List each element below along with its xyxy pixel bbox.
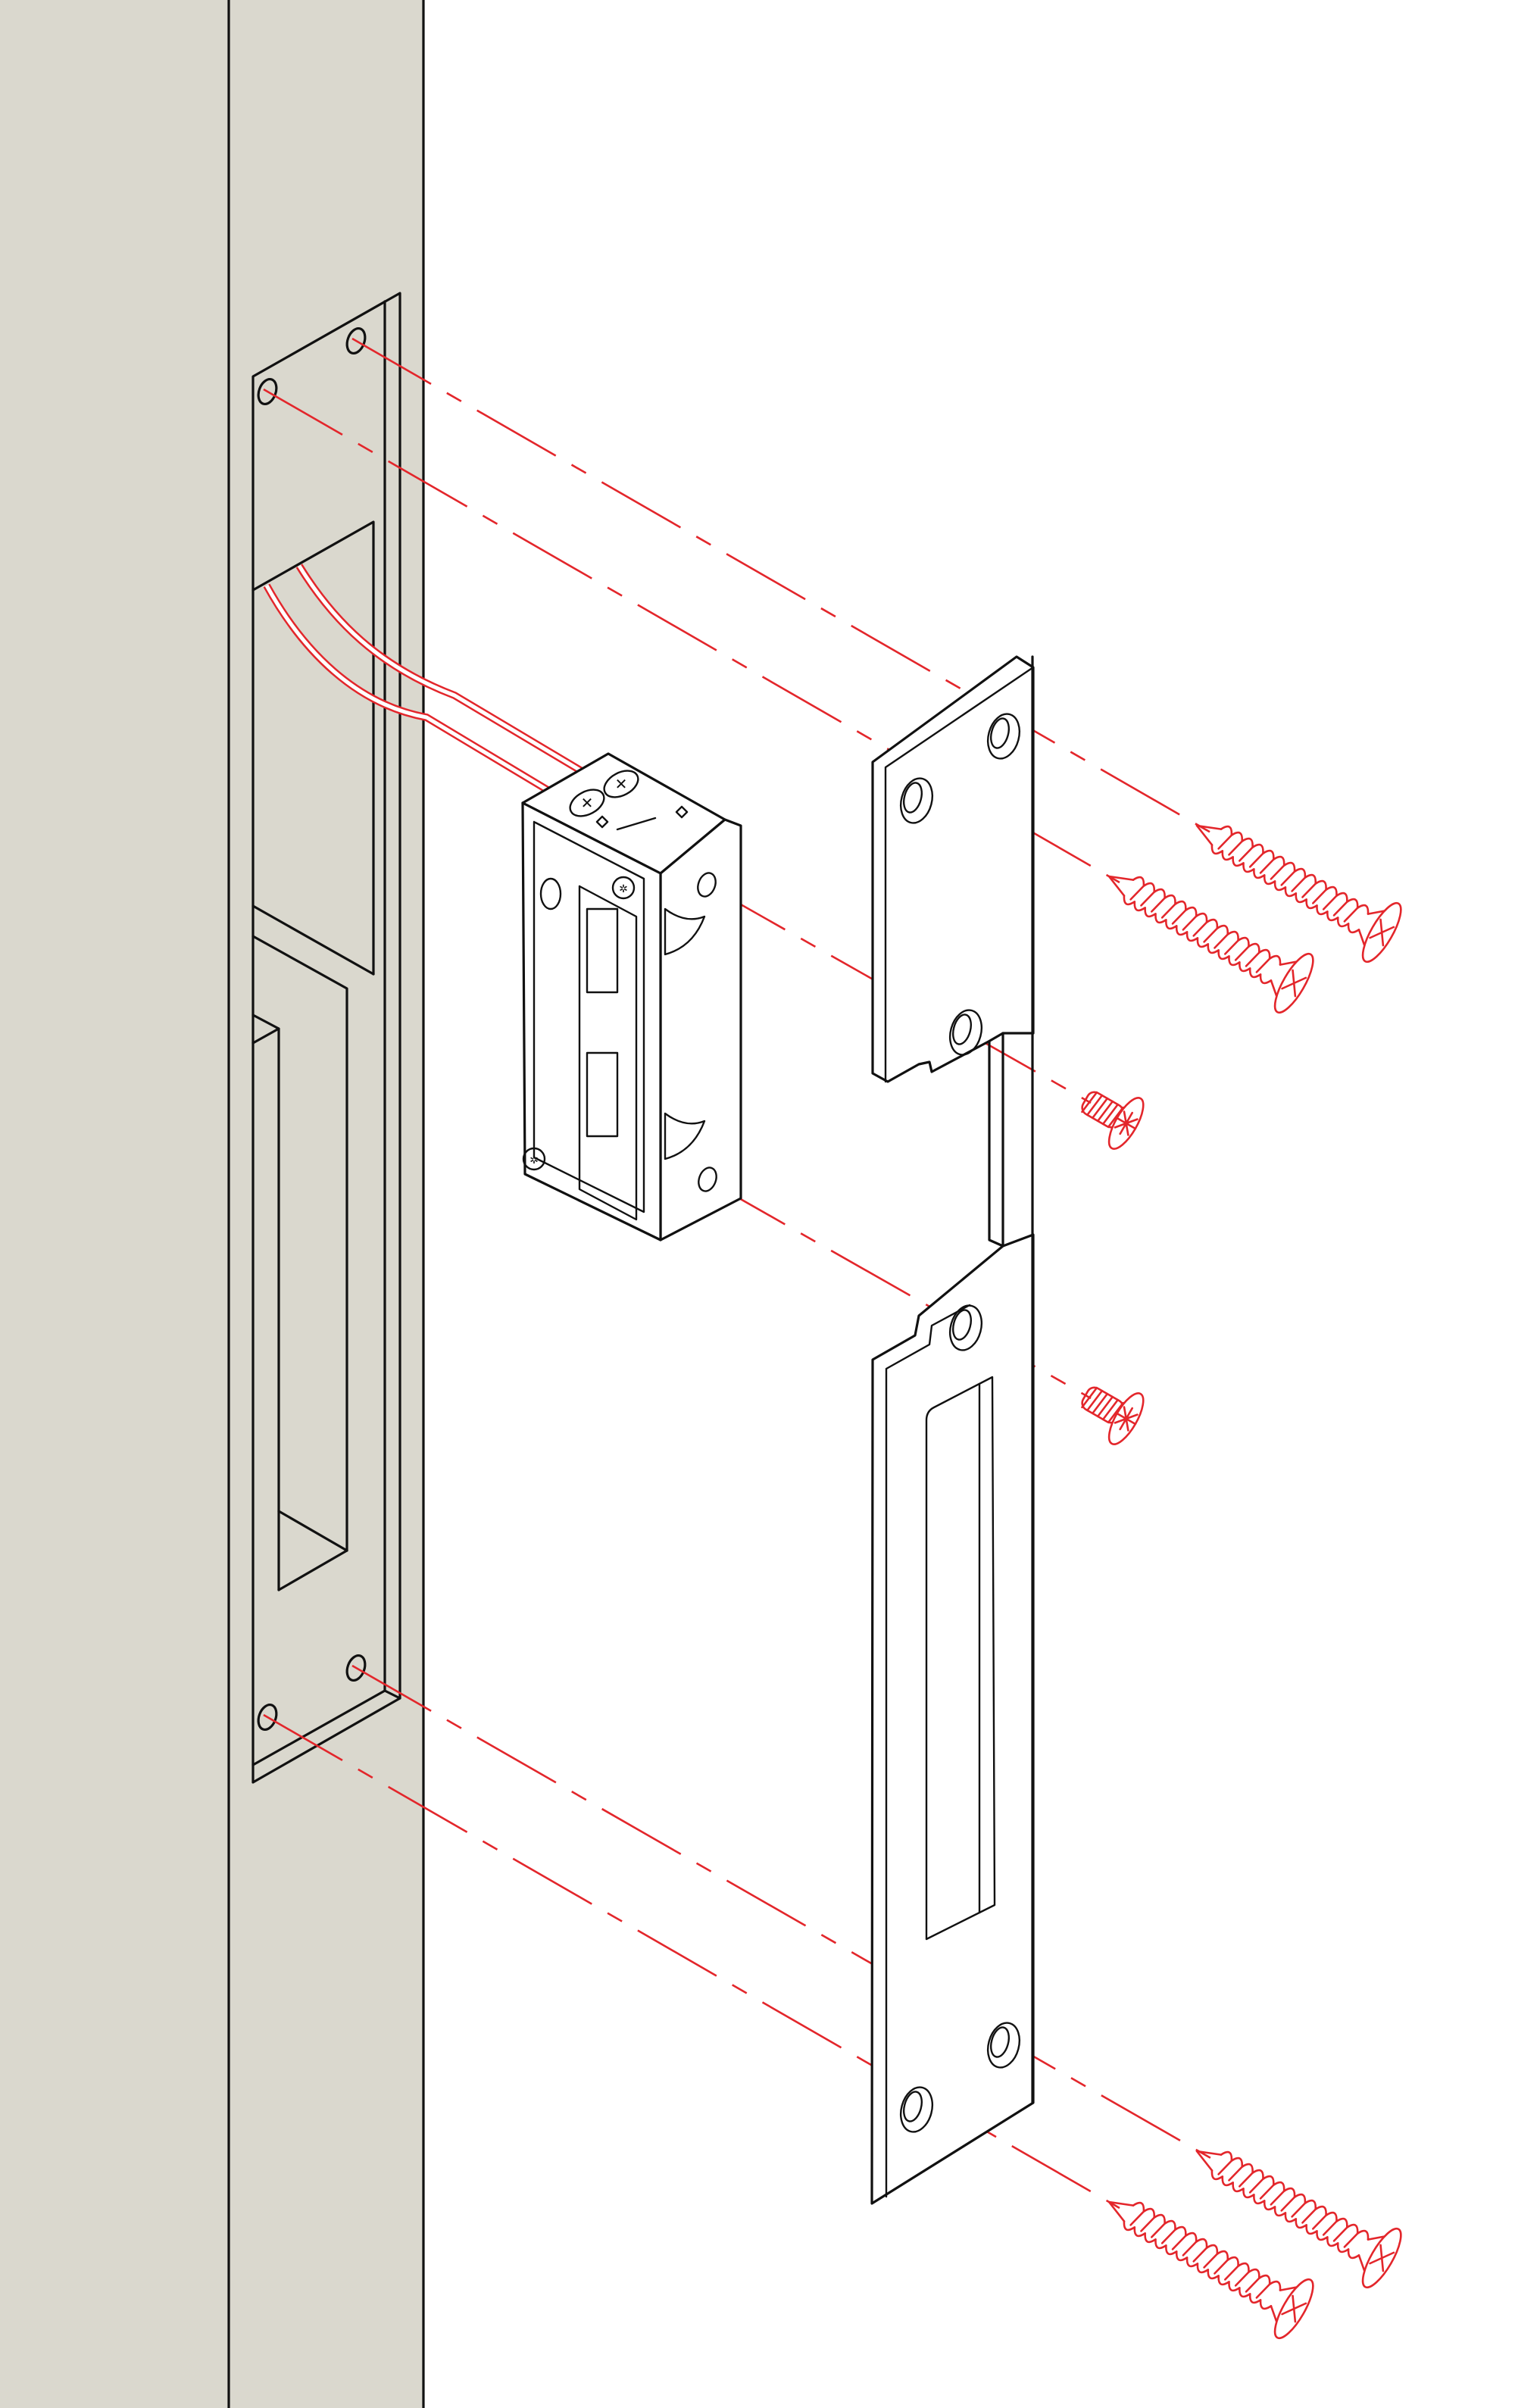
wood-screws xyxy=(1091,795,1409,2344)
upper-pocket-bottom-edge xyxy=(251,904,375,976)
frame-body xyxy=(0,0,423,2408)
plate-latch-slot xyxy=(925,1376,996,1941)
plate-cutout-wall xyxy=(988,1032,1004,1248)
strike-mount-hole-upper xyxy=(697,872,717,898)
terminal-screw-2 xyxy=(603,770,639,798)
phillips-glyph-icon: ✕ xyxy=(615,775,628,793)
top-slot xyxy=(616,817,657,831)
plate-holes xyxy=(899,713,1021,2133)
frame-hole-1 xyxy=(345,326,367,355)
strike-window-1 xyxy=(586,907,619,994)
guide-line-1 xyxy=(351,337,1213,835)
strike-window-2 xyxy=(586,1051,619,1138)
strike-front-face xyxy=(521,801,662,1241)
upper-pocket-outline xyxy=(251,520,375,976)
plate-hole-4 xyxy=(948,1304,983,1351)
strike-mount-hole-lower xyxy=(698,1167,717,1192)
terminal-screw-1 xyxy=(569,789,605,817)
plate-upper-section xyxy=(871,655,1035,1083)
plate-lower-section xyxy=(870,1233,1035,2205)
recess-floor-edge xyxy=(251,1689,386,1766)
plate-hole-3 xyxy=(948,1009,983,1056)
upper-pocket xyxy=(251,520,375,1552)
lower-pocket xyxy=(251,1013,348,1591)
frame-recess xyxy=(251,292,401,1784)
lower-pocket-top-edge xyxy=(251,1027,280,1045)
guide-line-5 xyxy=(351,1664,1213,2160)
phillips-glyph-icon: ✕ xyxy=(581,794,594,812)
upper-pocket-floor xyxy=(251,935,348,1552)
guide-line-2 xyxy=(263,388,1120,884)
top-marker-2 xyxy=(675,805,689,819)
electric-strike: ✲ ✲ ✕ ✕ xyxy=(521,752,742,1241)
plate-lower-front-edge xyxy=(885,1304,971,2198)
recess-outline xyxy=(251,292,401,1784)
connection-wires xyxy=(263,564,595,803)
frame-hole-4 xyxy=(257,1703,278,1732)
strike-front-frame xyxy=(533,820,645,1213)
plate-hole-5 xyxy=(986,2022,1021,2069)
guide-line-6 xyxy=(263,1713,1120,2210)
strike-jaw-upper xyxy=(664,907,706,956)
top-marker-1 xyxy=(595,815,609,829)
strike-plate xyxy=(870,655,1035,2205)
strike-latch-carrier xyxy=(578,885,638,1221)
wood-screw-1 xyxy=(1179,795,1409,968)
plate-hole-6 xyxy=(899,2086,934,2133)
lower-pocket-bottom-edge xyxy=(277,1510,348,1552)
strike-front-screw-upper xyxy=(611,876,636,900)
plate-upper-front-edge xyxy=(884,666,1035,1083)
pozi-glyph-icon: ✲ xyxy=(529,1154,539,1167)
wood-screw-2 xyxy=(1091,846,1321,1019)
pozi-glyph-icon: ✲ xyxy=(619,883,628,895)
wood-screw-3 xyxy=(1179,2121,1409,2294)
frame-hole-2 xyxy=(257,377,278,406)
plate-hole-2 xyxy=(899,777,934,824)
plate-hole-1 xyxy=(986,713,1021,760)
strike-side-face xyxy=(659,818,742,1241)
strike-front-screw-lower xyxy=(522,1147,546,1171)
door-frame xyxy=(0,0,425,2408)
frame-hole-3 xyxy=(345,1654,367,1682)
machine-screw-1 xyxy=(1070,1073,1151,1155)
recess-corner xyxy=(383,1689,401,1700)
strike-front-hole xyxy=(539,877,562,910)
strike-jaw-lower xyxy=(664,1112,706,1160)
lower-pocket-floor-edge xyxy=(277,1549,348,1591)
wood-screw-4 xyxy=(1091,2172,1321,2344)
machine-screw-2 xyxy=(1070,1369,1151,1451)
